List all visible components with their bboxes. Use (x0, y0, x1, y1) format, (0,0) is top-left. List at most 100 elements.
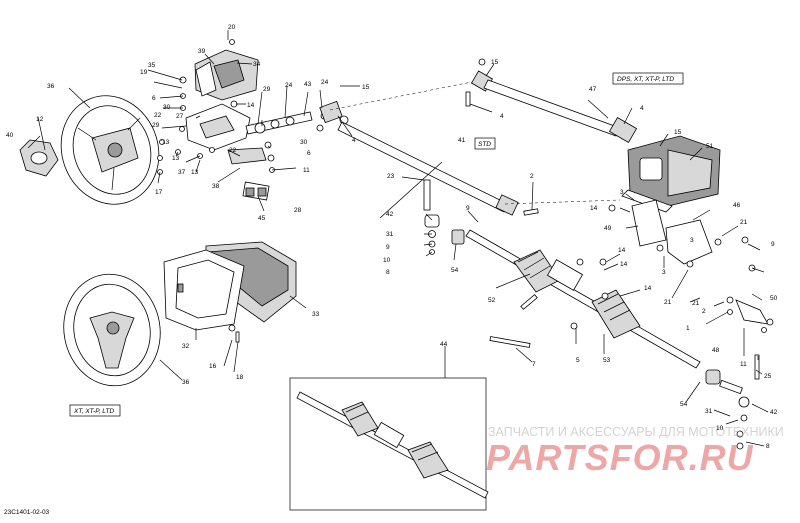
dps-power-steering-unit (608, 135, 721, 213)
part-label: 22 (154, 112, 162, 119)
part-label: 6 (152, 95, 156, 102)
dps-mounting-bracket (631, 199, 756, 272)
part-label: 20 (228, 24, 236, 31)
part-label: 4 (500, 113, 504, 120)
part-label: 47 (589, 86, 597, 93)
part-label: 23 (387, 173, 395, 180)
part-label: 29 (152, 122, 160, 129)
part-label: 30 (300, 139, 308, 146)
part-label: 4 (352, 137, 356, 144)
part-label: 4 (640, 105, 644, 112)
part-label: 12 (36, 116, 44, 123)
part-label: 17 (155, 189, 163, 196)
right-side-hardware (726, 296, 774, 333)
part-label: 52 (488, 297, 496, 304)
watermark-logo-text: PARTSFOR.RU (486, 437, 754, 478)
watermark-top-text: ЗАПЧАСТИ И АКСЕССУАРЫ ДЛЯ МОТОТЕХНИКИ (488, 425, 784, 439)
column-cover-upper (194, 49, 259, 101)
part-label: 2 (530, 173, 534, 180)
intermediate-shaft-std (337, 121, 519, 216)
part-label: 7 (532, 361, 536, 368)
part-label: 16 (209, 363, 217, 370)
part-label: 1 (686, 325, 690, 332)
part-label: 37 (178, 169, 186, 176)
instrument-bezel (163, 249, 245, 331)
part-label: 13 (162, 139, 170, 146)
watermark: ЗАПЧАСТИ И АКСЕССУАРЫ ДЛЯ МОТОТЕХНИКИ PA… (486, 425, 784, 478)
part-label: 14 (618, 247, 626, 254)
part-label: 15 (362, 84, 370, 91)
part-label: 2 (702, 308, 706, 315)
part-label: 28 (294, 207, 302, 214)
part-label: 31 (386, 231, 394, 238)
part-label: 15 (674, 129, 682, 136)
part-label: 40 (6, 132, 14, 139)
part-label: 42 (386, 211, 394, 218)
part-label: 50 (770, 295, 778, 302)
part-label: 10 (716, 425, 724, 432)
rack-hardware (423, 179, 609, 348)
rack-inset-box (289, 377, 489, 511)
part-label: 14 (590, 205, 598, 212)
part-label: 8 (386, 269, 390, 276)
part-label: 11 (740, 361, 747, 368)
part-label: 25 (764, 373, 772, 380)
part-label: 54 (451, 267, 459, 274)
part-label: 24 (321, 79, 329, 86)
bezel-hardware (228, 324, 240, 343)
part-label: 29 (263, 86, 271, 93)
part-label: 18 (236, 374, 244, 381)
part-label: 14 (247, 102, 255, 109)
part-label: 3 (662, 269, 666, 276)
part-label: 5 (576, 357, 580, 364)
part-label: 11 (303, 167, 310, 174)
upper-u-joint (319, 100, 349, 125)
part-label: 22 (229, 147, 237, 154)
figure-code: 23C1401-02-03 (4, 509, 50, 516)
part-label: 39 (198, 48, 206, 55)
part-label: 3 (620, 189, 624, 196)
part-label: 10 (383, 257, 391, 264)
part-label: 21 (740, 219, 748, 226)
part-label: 41 (458, 137, 466, 144)
part-label: 51 (706, 143, 714, 150)
column-switch-assembly (227, 147, 270, 201)
part-label: 45 (258, 215, 266, 222)
part-label: 21 (664, 299, 672, 306)
leader-lines (27, 30, 769, 447)
part-label: 19 (140, 69, 148, 76)
steering-wheel-bottom (63, 273, 161, 387)
std-variant-tag: STD (474, 137, 496, 150)
part-label: 27 (176, 113, 184, 120)
part-label: 9 (771, 241, 775, 248)
part-label: 34 (253, 61, 261, 68)
steering-wheel-top (60, 95, 160, 205)
part-label: 30 (163, 104, 171, 111)
part-label: 9 (386, 244, 390, 251)
part-label: 8 (766, 443, 770, 450)
std-tag-text: STD (478, 141, 491, 148)
xt-variant-tag: XT, XT-P, LTD (69, 404, 121, 417)
tie-rod-end-right (705, 354, 760, 450)
xt-tag-text: XT, XT-P, LTD (73, 408, 114, 415)
part-label: 43 (304, 81, 312, 88)
steering-rack (465, 229, 701, 369)
part-label: 31 (705, 408, 713, 415)
part-label: 46 (733, 202, 741, 209)
part-label: 49 (604, 225, 612, 232)
dps-variant-tag: DPS, XT, XT-P, LTD (612, 72, 684, 85)
part-label: 33 (312, 311, 320, 318)
intermediate-shaft-dps (465, 58, 638, 143)
part-label: 24 (285, 82, 293, 89)
part-label: 53 (603, 357, 611, 364)
part-label: 44 (440, 341, 448, 348)
part-label: 15 (491, 59, 499, 66)
alignment-dash-2 (504, 199, 621, 205)
part-label: 13 (172, 155, 180, 162)
alignment-dash-1 (329, 81, 473, 111)
part-label: 13 (191, 169, 199, 176)
part-label: 6 (307, 150, 311, 157)
part-labels: 20 39 34 19 35 14 43 36 40 12 6 30 22 27… (6, 24, 778, 450)
part-label: 14 (620, 261, 628, 268)
